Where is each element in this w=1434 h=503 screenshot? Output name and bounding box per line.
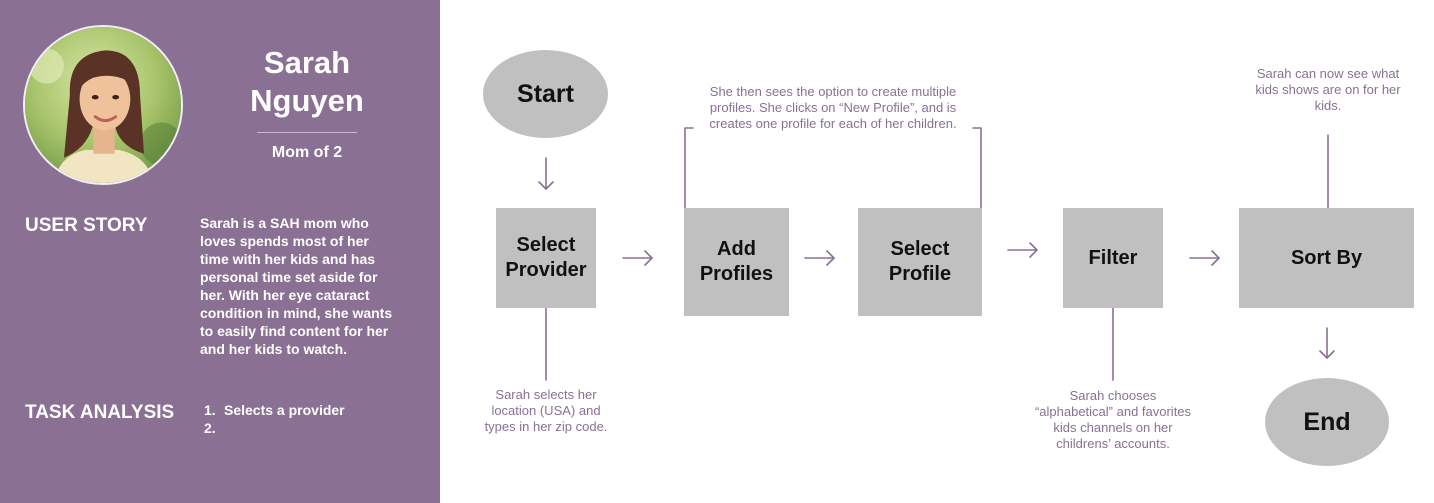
step-add-profiles: Add Profiles xyxy=(684,208,789,316)
avatar xyxy=(23,25,183,185)
user-story-heading: USER STORY xyxy=(25,215,148,236)
arrow-select-profile-to-filter xyxy=(1007,242,1038,258)
task-number: 2. xyxy=(204,420,216,436)
note-add-profiles: She then sees the option to create multi… xyxy=(709,84,957,131)
task-number: 1. xyxy=(204,402,216,418)
arrow-add-profiles-to-select-profile xyxy=(804,250,835,266)
arrow-start-to-provider xyxy=(538,157,554,190)
note-filter: Sarah chooses “alphabetical” and favorit… xyxy=(1034,388,1192,451)
task-item: 1. Selects a provider xyxy=(204,401,345,419)
persona-name: Sarah Nguyen xyxy=(236,44,378,120)
note-sort-by: Sarah can now see what kids shows are on… xyxy=(1255,66,1401,113)
step-filter: Filter xyxy=(1063,208,1163,308)
arrow-sort-by-to-end xyxy=(1319,327,1335,359)
persona-first-name: Sarah xyxy=(263,45,351,80)
callout-bracket-right xyxy=(972,127,982,209)
step-select-profile: Select Profile xyxy=(858,208,982,316)
task-list: 1. Selects a provider 2. xyxy=(204,401,345,437)
persona-panel: Sarah Nguyen Mom of 2 USER STORY Sarah i… xyxy=(0,0,440,503)
arrow-filter-to-sort-by xyxy=(1189,250,1220,266)
persona-last-name: Nguyen xyxy=(250,83,364,118)
name-divider xyxy=(257,132,357,133)
start-node: Start xyxy=(483,50,608,138)
note-select-provider: Sarah selects her location (USA) and typ… xyxy=(484,387,608,434)
persona-role: Mom of 2 xyxy=(271,144,343,161)
user-story-text: Sarah is a SAH mom who loves spends most… xyxy=(200,215,393,357)
step-sort-by: Sort By xyxy=(1239,208,1414,308)
task-analysis-heading: TASK ANALYSIS xyxy=(25,402,175,423)
callout-bracket-left xyxy=(684,127,694,209)
task-item: 2. xyxy=(204,419,345,437)
task-text: Selects a provider xyxy=(224,402,345,418)
end-node: End xyxy=(1265,378,1389,466)
step-select-provider: Select Provider xyxy=(496,208,596,308)
avatar-photo xyxy=(25,27,181,183)
arrow-provider-to-add-profiles xyxy=(622,250,653,266)
